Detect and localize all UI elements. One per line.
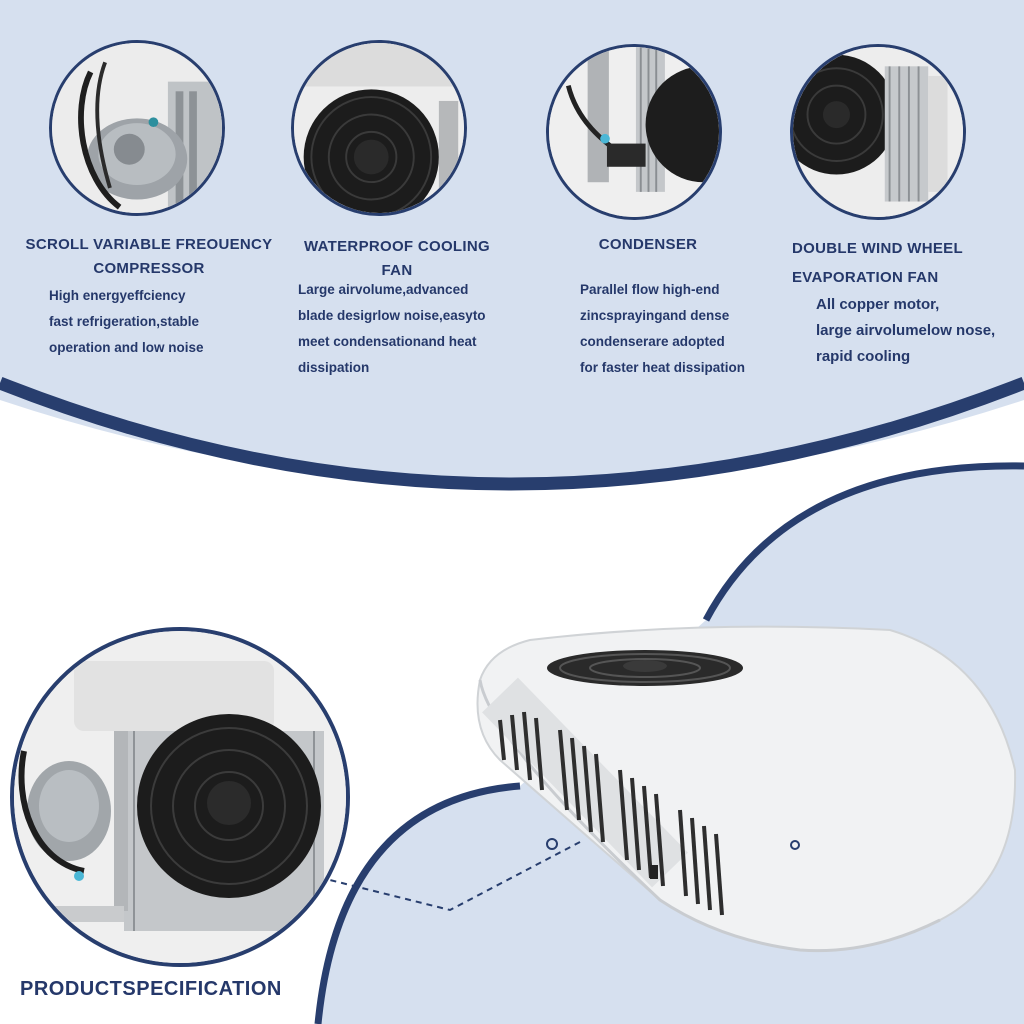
feature-desc-line: Parallel flow high-end bbox=[580, 282, 720, 297]
feature-title-cooling-fan: WATERPROOF COOLING FAN bbox=[292, 235, 502, 283]
condenser-image bbox=[546, 44, 722, 220]
feature-title-line: COMPRESSOR bbox=[93, 260, 205, 277]
feature-desc-line: for faster heat dissipation bbox=[580, 360, 746, 375]
feature-title-line: EVAPORATION FAN bbox=[792, 269, 939, 286]
evaporation-fan-icon bbox=[793, 47, 963, 217]
feature-title-evaporation-fan: DOUBLE WIND WHEEL EVAPORATION FAN bbox=[792, 234, 992, 292]
evaporation-fan-image bbox=[790, 44, 966, 220]
feature-title-line: FAN bbox=[381, 262, 413, 279]
feature-title-line: WATERPROOF COOLING bbox=[304, 238, 490, 255]
feature-desc-line: blade desigrlow noise,easyto bbox=[298, 308, 486, 323]
feature-desc-line: zincsprayingand dense bbox=[580, 308, 730, 323]
compressor-image bbox=[49, 40, 225, 216]
feature-title-condenser: CONDENSER bbox=[578, 233, 718, 257]
feature-desc-compressor: High energyeffciency fast refrigeration,… bbox=[49, 283, 204, 361]
feature-desc-condenser: Parallel flow high-end zincsprayingand d… bbox=[580, 277, 745, 381]
feature-desc-line: High energyeffciency bbox=[49, 288, 186, 303]
feature-desc-line: All copper motor, bbox=[816, 296, 940, 313]
feature-title-line: CONDENSER bbox=[598, 236, 698, 253]
cooling-fan-icon bbox=[294, 43, 464, 213]
compressor-icon bbox=[52, 43, 222, 213]
feature-title-compressor: SCROLL VARIABLE FREOUENCY COMPRESSOR bbox=[12, 233, 286, 281]
feature-desc-evaporation-fan: All copper motor, large airvolumelow nos… bbox=[816, 292, 995, 370]
feature-desc-line: dissipation bbox=[298, 360, 370, 375]
feature-desc-line: meet condensationand heat bbox=[298, 334, 477, 349]
pointer-line bbox=[289, 838, 581, 912]
feature-desc-line: rapid cooling bbox=[816, 348, 911, 365]
feature-title-line: SCROLL VARIABLE FREOUENCY bbox=[25, 236, 273, 253]
feature-desc-line: large airvolumelow nose, bbox=[816, 322, 996, 339]
cooling-fan-image bbox=[291, 40, 467, 216]
condenser-icon bbox=[549, 47, 719, 217]
feature-desc-line: operation and low noise bbox=[49, 340, 204, 355]
air-conditioner-unit-image bbox=[476, 625, 1017, 953]
feature-title-line: DOUBLE WIND WHEEL bbox=[792, 240, 963, 257]
internal-components-icon bbox=[14, 631, 346, 963]
feature-desc-line: fast refrigeration,stable bbox=[49, 314, 200, 329]
feature-desc-line: Large airvolume,advanced bbox=[298, 282, 469, 297]
feature-desc-line: condenserare adopted bbox=[580, 334, 725, 349]
product-specification-title: PRODUCTSPECIFICATION bbox=[20, 978, 282, 1000]
internal-components-image bbox=[10, 627, 350, 967]
feature-desc-cooling-fan: Large airvolume,advanced blade desigrlow… bbox=[298, 277, 486, 381]
